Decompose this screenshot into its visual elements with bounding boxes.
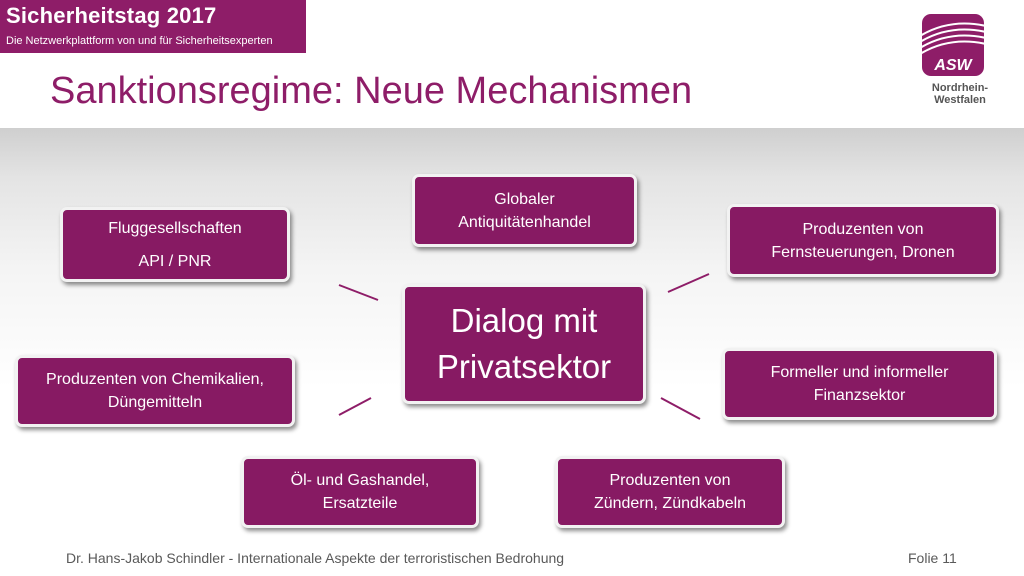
event-title: Sicherheitstag 2017 — [6, 3, 217, 28]
node-chemicals: Produzenten von Chemikalien, Düngemittel… — [15, 355, 295, 427]
node-antiquities: Globaler Antiquitätenhandel — [412, 174, 637, 247]
connector-line-chemicals — [338, 397, 372, 416]
node-detonators-line2: Zündern, Zündkabeln — [593, 495, 747, 512]
node-drones-line2: Fernsteuerungen, Dronen — [771, 243, 955, 261]
node-finance-line1: Formeller und informeller — [770, 364, 949, 381]
event-subtitle: Die Netzwerkplattform von und für Sicher… — [6, 35, 273, 47]
node-airlines-line2: API / PNR — [138, 252, 212, 270]
connector-lines — [338, 273, 710, 420]
node-airlines-line1: Fluggesellschaften — [108, 219, 242, 237]
node-center-line2: Privatsektor — [436, 348, 612, 385]
logo-wordmark: ASW — [933, 57, 973, 74]
node-oil-line1: Öl- und Gashandel, — [290, 472, 430, 489]
node-antiquities-line2: Antiquitätenhandel — [458, 213, 591, 231]
node-finance-line2: Finanzsektor — [813, 387, 906, 404]
node-airlines: Fluggesellschaften API / PNR — [60, 207, 290, 282]
connector-line-finance — [660, 397, 701, 420]
node-drones-line1: Produzenten von — [802, 220, 924, 238]
node-center-line1: Dialog mit — [450, 302, 598, 339]
node-detonators-line1: Produzenten von — [609, 472, 731, 489]
connector-line-drones — [667, 273, 710, 293]
asw-logo-icon: ASW — [922, 14, 984, 76]
event-banner: Sicherheitstag 2017 Die Netzwerkplattfor… — [0, 0, 306, 53]
node-oil-line2: Ersatzteile — [322, 495, 398, 512]
footer-text: Dr. Hans-Jakob Schindler - International… — [66, 550, 565, 566]
connector-line-airlines — [338, 284, 379, 301]
node-finance: Formeller und informeller Finanzsektor — [722, 348, 997, 420]
node-drones: Produzenten von Fernsteuerungen, Dronen — [727, 204, 999, 277]
node-chemicals-line1: Produzenten von Chemikalien, — [46, 371, 264, 388]
node-detonators: Produzenten von Zündern, Zündkabeln — [555, 456, 785, 528]
node-oil: Öl- und Gashandel, Ersatzteile — [241, 456, 479, 528]
diagram-area: Fluggesellschaften API / PNR Globaler An… — [0, 128, 1024, 544]
slide-title: Sanktionsregime: Neue Mechanismen — [50, 70, 693, 112]
asw-logo: ASW Nordrhein-Westfalen — [910, 14, 1010, 106]
logo-region: Nordrhein-Westfalen — [931, 82, 989, 106]
node-center-dialog: Dialog mit Privatsektor — [402, 284, 646, 404]
node-chemicals-line2: Düngemitteln — [107, 394, 203, 411]
slide-number: Folie 11 — [908, 550, 957, 566]
node-antiquities-line1: Globaler — [494, 190, 555, 208]
